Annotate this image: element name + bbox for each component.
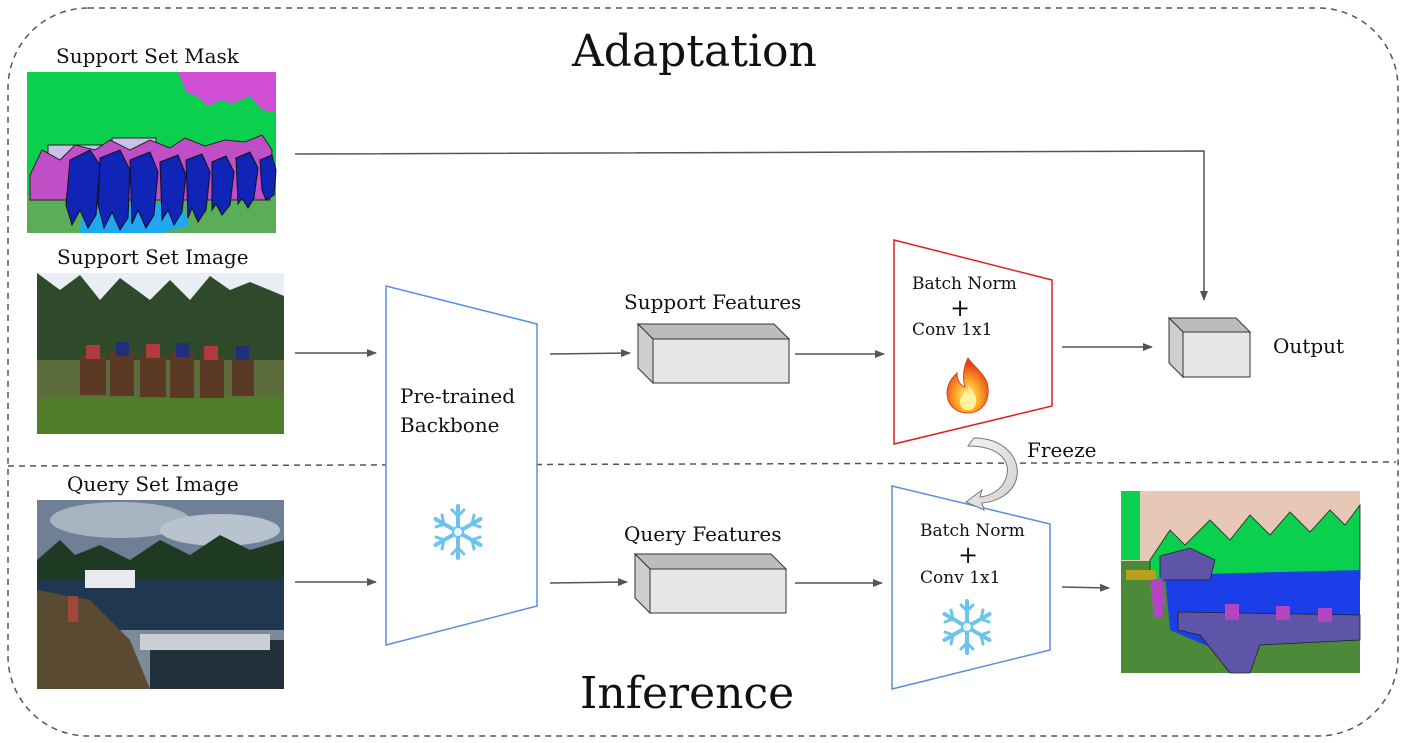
output-box (1167, 316, 1252, 379)
freeze-label: Freeze (1027, 438, 1097, 462)
snowflake-icon (433, 504, 483, 560)
support-set-mask-image (27, 72, 277, 233)
support-features-label: Support Features (624, 290, 802, 314)
query-image-label: Query Set Image (67, 472, 239, 496)
query-set-image (37, 500, 284, 689)
query-head-line2: Conv 1x1 (920, 568, 1001, 588)
query-features-label: Query Features (624, 522, 782, 546)
inference-title: Inference (580, 668, 795, 719)
freeze-arrow (965, 437, 1018, 511)
outer-border (7, 7, 1399, 737)
backbone-label: Pre-trained Backbone (400, 382, 515, 440)
backbone-label-line2: Backbone (400, 413, 500, 437)
output-label: Output (1273, 334, 1345, 358)
query-features-box (633, 552, 788, 615)
query-prediction-mask (1121, 491, 1361, 674)
support-head-line2: Conv 1x1 (912, 320, 993, 340)
backbone-trapezoid (385, 285, 538, 646)
query-head-line1: Batch Norm (920, 521, 1025, 541)
query-head-plus: + (958, 541, 979, 569)
support-mask-label: Support Set Mask (56, 44, 239, 68)
snowflake-icon (942, 599, 992, 655)
arrow-query-head-to-prediction (1061, 583, 1110, 592)
backbone-label-line1: Pre-trained (400, 384, 516, 408)
section-divider (7, 461, 1397, 467)
support-head-trapezoid (893, 239, 1053, 445)
support-head-line1: Batch Norm (912, 274, 1017, 294)
support-image-label: Support Set Image (57, 245, 249, 269)
query-head-trapezoid (891, 485, 1051, 690)
support-features-box (636, 322, 791, 385)
support-set-image (37, 273, 284, 434)
arrow-backbone-to-support-features (549, 349, 631, 358)
adaptation-title: Adaptation (572, 26, 817, 77)
arrow-mask-to-output (294, 150, 1208, 301)
support-head-plus: + (950, 294, 971, 322)
arrow-backbone-to-query-features (549, 578, 628, 587)
fire-icon (946, 357, 989, 414)
